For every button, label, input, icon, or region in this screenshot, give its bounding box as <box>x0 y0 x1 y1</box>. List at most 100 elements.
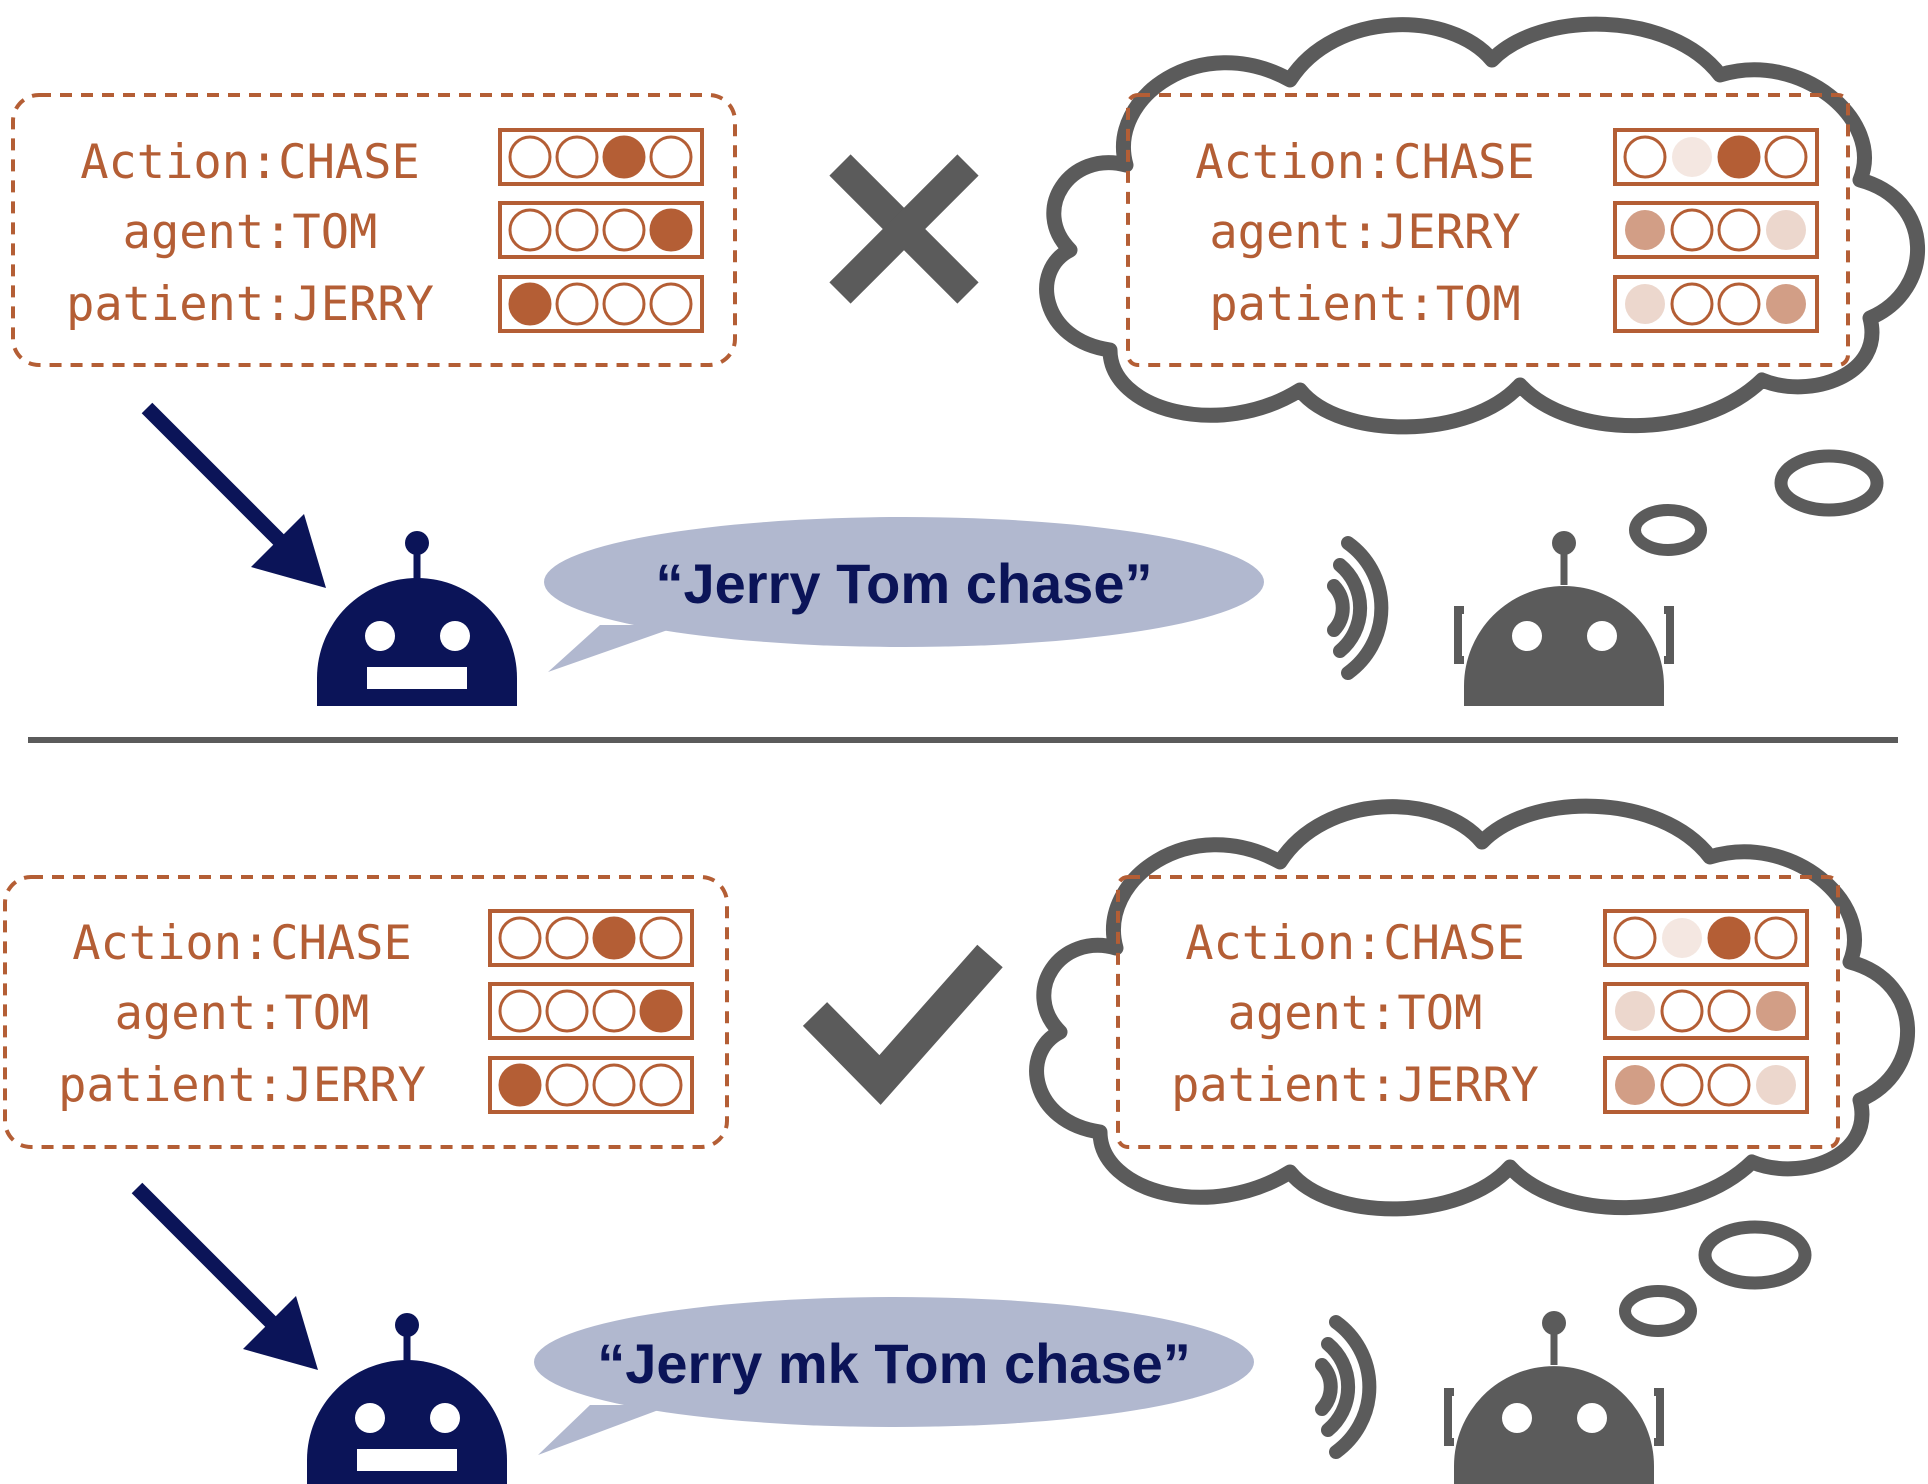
vector-cell <box>1670 208 1714 252</box>
listener-robot-icon <box>1444 1311 1664 1484</box>
slot-label: patient:TOM <box>1209 277 1520 332</box>
vector-frame <box>498 275 704 333</box>
vector-cell <box>1756 1065 1796 1105</box>
listener-meaning-box: Action:CHASE agent:JERRY patient:TOM <box>1126 93 1850 367</box>
vector-cell <box>1707 916 1751 960</box>
vector-frame <box>1603 982 1809 1040</box>
vector-cell <box>1764 135 1808 179</box>
vector-cell <box>639 916 683 960</box>
vector-cell <box>545 916 589 960</box>
vector-cell <box>508 282 552 326</box>
utterance-text: “Jerry mk Tom chase” <box>597 1332 1190 1395</box>
slot-label: patient:JERRY <box>58 1058 426 1113</box>
vector-cell <box>1717 135 1761 179</box>
slot-label: patient:JERRY <box>1171 1058 1539 1113</box>
vector-cell <box>602 135 646 179</box>
vector-cell <box>1717 208 1761 252</box>
slot-vector <box>488 982 694 1040</box>
vector-cell <box>1670 282 1714 326</box>
vector-cell <box>545 1063 589 1107</box>
vector-cell <box>649 208 693 252</box>
vector-cell <box>1615 1065 1655 1105</box>
vector-frame <box>1613 201 1819 259</box>
vector-cell <box>1615 991 1655 1031</box>
vector-frame <box>1613 128 1819 186</box>
thought-bubble-tiny <box>1629 504 1707 556</box>
vector-cell <box>1623 135 1667 179</box>
speech-bubble: “Jerry mk Tom chase” <box>534 1297 1254 1455</box>
vector-cell <box>602 208 646 252</box>
thought-bubble-tiny <box>1619 1285 1697 1337</box>
slot-vector <box>1603 982 1809 1040</box>
listener-robot-icon <box>1454 531 1674 706</box>
vector-cell <box>555 208 599 252</box>
speaker-meaning-box: Action:CHASE agent:TOM patient:JERRY <box>3 875 729 1149</box>
sound-waves-icon <box>1327 536 1389 680</box>
vector-cell <box>1717 282 1761 326</box>
vector-cell <box>1672 137 1712 177</box>
slot-label: agent:JERRY <box>1209 205 1520 260</box>
vector-cell <box>555 282 599 326</box>
slot-vector <box>498 128 704 186</box>
vector-frame <box>498 128 704 186</box>
vector-cell <box>498 989 542 1033</box>
vector-frame <box>1603 1056 1809 1114</box>
utterance-text: “Jerry Tom chase” <box>656 552 1153 615</box>
vector-cell <box>649 282 693 326</box>
slot-vector <box>488 1056 694 1114</box>
speech-bubble: “Jerry Tom chase” <box>544 517 1264 672</box>
slot-label: Action:CHASE <box>72 916 412 971</box>
slot-label: Action:CHASE <box>80 135 420 190</box>
vector-cell <box>498 1063 542 1107</box>
sound-waves-icon <box>1315 1315 1377 1459</box>
slot-label: Action:CHASE <box>1185 916 1525 971</box>
vector-cell <box>555 135 599 179</box>
vector-cell <box>508 135 552 179</box>
vector-cell <box>508 208 552 252</box>
slot-vector <box>1603 909 1809 967</box>
vector-cell <box>1756 991 1796 1031</box>
speaker-meaning-box: Action:CHASE agent:TOM patient:JERRY <box>11 93 737 367</box>
thought-bubble-small <box>1774 449 1884 517</box>
thought-cloud <box>1029 798 1915 1217</box>
vector-frame <box>498 201 704 259</box>
slot-label: Action:CHASE <box>1195 135 1535 190</box>
vector-cell <box>602 282 646 326</box>
slot-label: agent:TOM <box>1228 986 1483 1041</box>
vector-cell <box>1766 210 1806 250</box>
vector-frame <box>488 1056 694 1114</box>
vector-cell <box>1707 1063 1751 1107</box>
vector-frame <box>488 909 694 967</box>
panel-bottom: Action:CHASE agent:TOM patient:JERRY Act… <box>3 798 1915 1484</box>
vector-frame <box>488 982 694 1040</box>
slot-vector <box>498 275 704 333</box>
vector-cell <box>592 989 636 1033</box>
speaker-robot-icon <box>317 531 517 706</box>
vector-cell <box>1766 284 1806 324</box>
vector-cell <box>1660 1063 1704 1107</box>
slot-label: agent:TOM <box>123 205 378 260</box>
slot-vector <box>1613 128 1819 186</box>
slot-label: patient:JERRY <box>66 277 434 332</box>
checkmark-icon <box>802 944 1003 1105</box>
panel-top: Action:CHASE agent:TOM patient:JERRY Act… <box>11 16 1925 706</box>
vector-cell <box>1707 989 1751 1033</box>
slot-vector <box>498 201 704 259</box>
vector-cell <box>639 989 683 1033</box>
vector-cell <box>545 989 589 1033</box>
vector-cell <box>1613 916 1657 960</box>
vector-frame <box>1603 909 1809 967</box>
speaker-robot-icon <box>307 1313 507 1484</box>
slot-label: agent:TOM <box>115 986 370 1041</box>
vector-cell <box>1660 989 1704 1033</box>
thought-cloud <box>1039 16 1925 435</box>
vector-cell <box>592 916 636 960</box>
listener-meaning-box: Action:CHASE agent:TOM patient:JERRY <box>1116 875 1840 1149</box>
slot-vector <box>1613 275 1819 333</box>
thought-bubble-small <box>1698 1220 1812 1290</box>
vector-cell <box>498 916 542 960</box>
cross-icon <box>829 154 979 304</box>
input-arrow <box>141 402 326 588</box>
vector-cell <box>1625 284 1665 324</box>
